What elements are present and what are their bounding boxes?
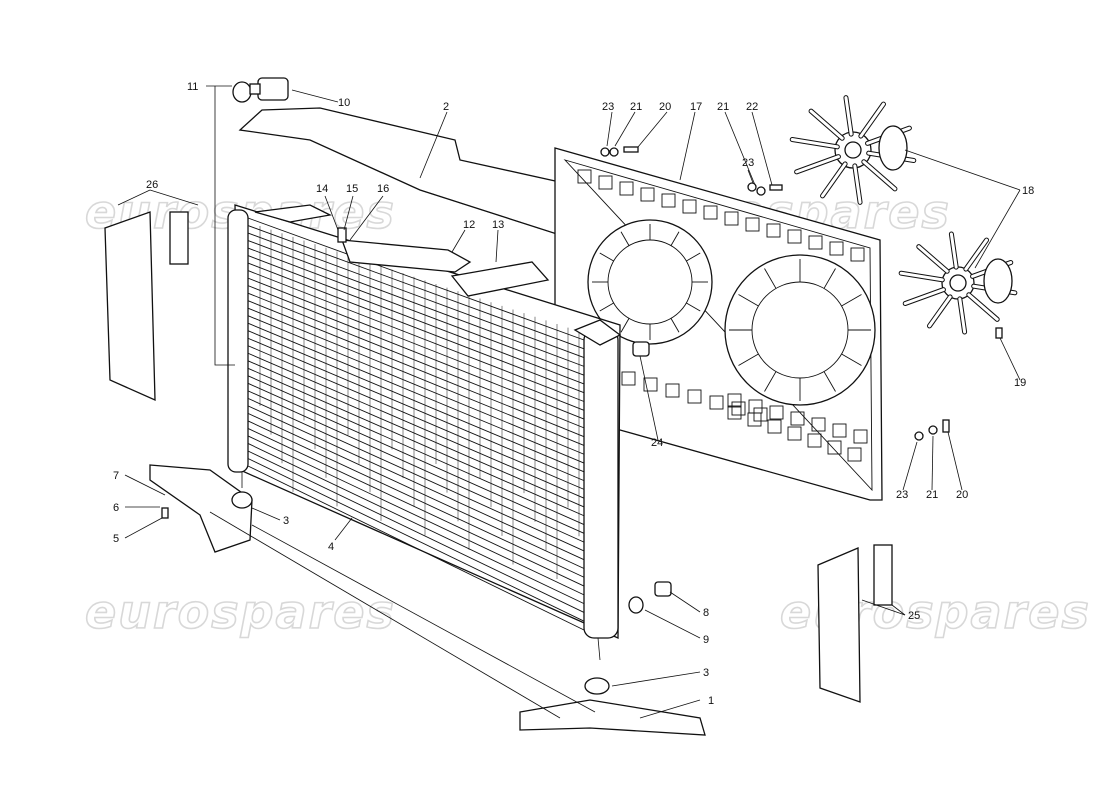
screw-icon <box>161 507 169 519</box>
lower-mounting <box>149 464 706 736</box>
drain-fittings <box>628 341 672 614</box>
callout-3-left: 3 <box>283 515 289 527</box>
callout-labels: 1 2 3 3 4 5 6 7 8 9 10 11 12 13 14 15 16… <box>113 81 1034 707</box>
fan-ring-left <box>587 219 713 345</box>
callout-20-bottom: 20 <box>956 489 968 501</box>
callout-22: 22 <box>746 101 758 113</box>
rubber-mount-right <box>584 677 610 695</box>
callout-21-top-left: 21 <box>630 101 642 113</box>
callout-9: 9 <box>703 634 709 646</box>
callout-21-bottom: 21 <box>926 489 938 501</box>
bracket-left <box>149 464 253 553</box>
ring-spokes <box>592 224 871 401</box>
callout-23-top-right: 23 <box>742 157 754 169</box>
callout-5: 5 <box>113 533 119 545</box>
callout-20-top: 20 <box>659 101 671 113</box>
callout-17: 17 <box>690 101 702 113</box>
shroud-window-grid <box>577 169 868 462</box>
callout-13: 13 <box>492 219 504 231</box>
right-side-seal <box>817 544 893 703</box>
fasteners <box>600 146 1003 441</box>
electric-fans <box>789 95 1018 335</box>
callout-12: 12 <box>463 219 475 231</box>
foam-pad <box>450 261 550 297</box>
callout-10: 10 <box>338 97 350 109</box>
callout-7: 7 <box>113 470 119 482</box>
callout-15: 15 <box>346 183 358 195</box>
callout-26: 26 <box>146 179 158 191</box>
callout-2: 2 <box>443 101 449 113</box>
callout-25: 25 <box>908 610 920 622</box>
callout-8: 8 <box>703 607 709 619</box>
callout-3-right: 3 <box>703 667 709 679</box>
left-side-seal <box>104 211 189 402</box>
callout-18: 18 <box>1022 185 1034 197</box>
washer-icon <box>232 81 252 103</box>
callout-1: 1 <box>708 695 714 707</box>
radiator-core <box>227 204 622 661</box>
right-header-tank <box>583 329 619 639</box>
callout-16: 16 <box>377 183 389 195</box>
callout-21-top-right: 21 <box>717 101 729 113</box>
leader-lines <box>117 85 1021 719</box>
bolt-icon <box>337 227 347 243</box>
callout-19: 19 <box>1014 377 1026 389</box>
fan-ring-right <box>724 254 876 406</box>
callout-6: 6 <box>113 502 119 514</box>
bracket-right <box>519 699 706 736</box>
callout-11: 11 <box>187 81 198 93</box>
watermark-bottom-left: eurospares <box>85 585 396 639</box>
fan-shroud-panel <box>554 147 883 501</box>
callout-23-bottom: 23 <box>896 489 908 501</box>
rubber-mount-left <box>231 491 253 509</box>
callout-24: 24 <box>651 437 663 449</box>
thermo-switch <box>232 77 289 103</box>
callout-4: 4 <box>328 541 334 553</box>
left-header-tank <box>227 209 249 473</box>
upper-bracket <box>337 227 550 297</box>
callout-23-top-left: 23 <box>602 101 614 113</box>
callout-14: 14 <box>316 183 328 195</box>
radiator-fins <box>247 217 585 631</box>
